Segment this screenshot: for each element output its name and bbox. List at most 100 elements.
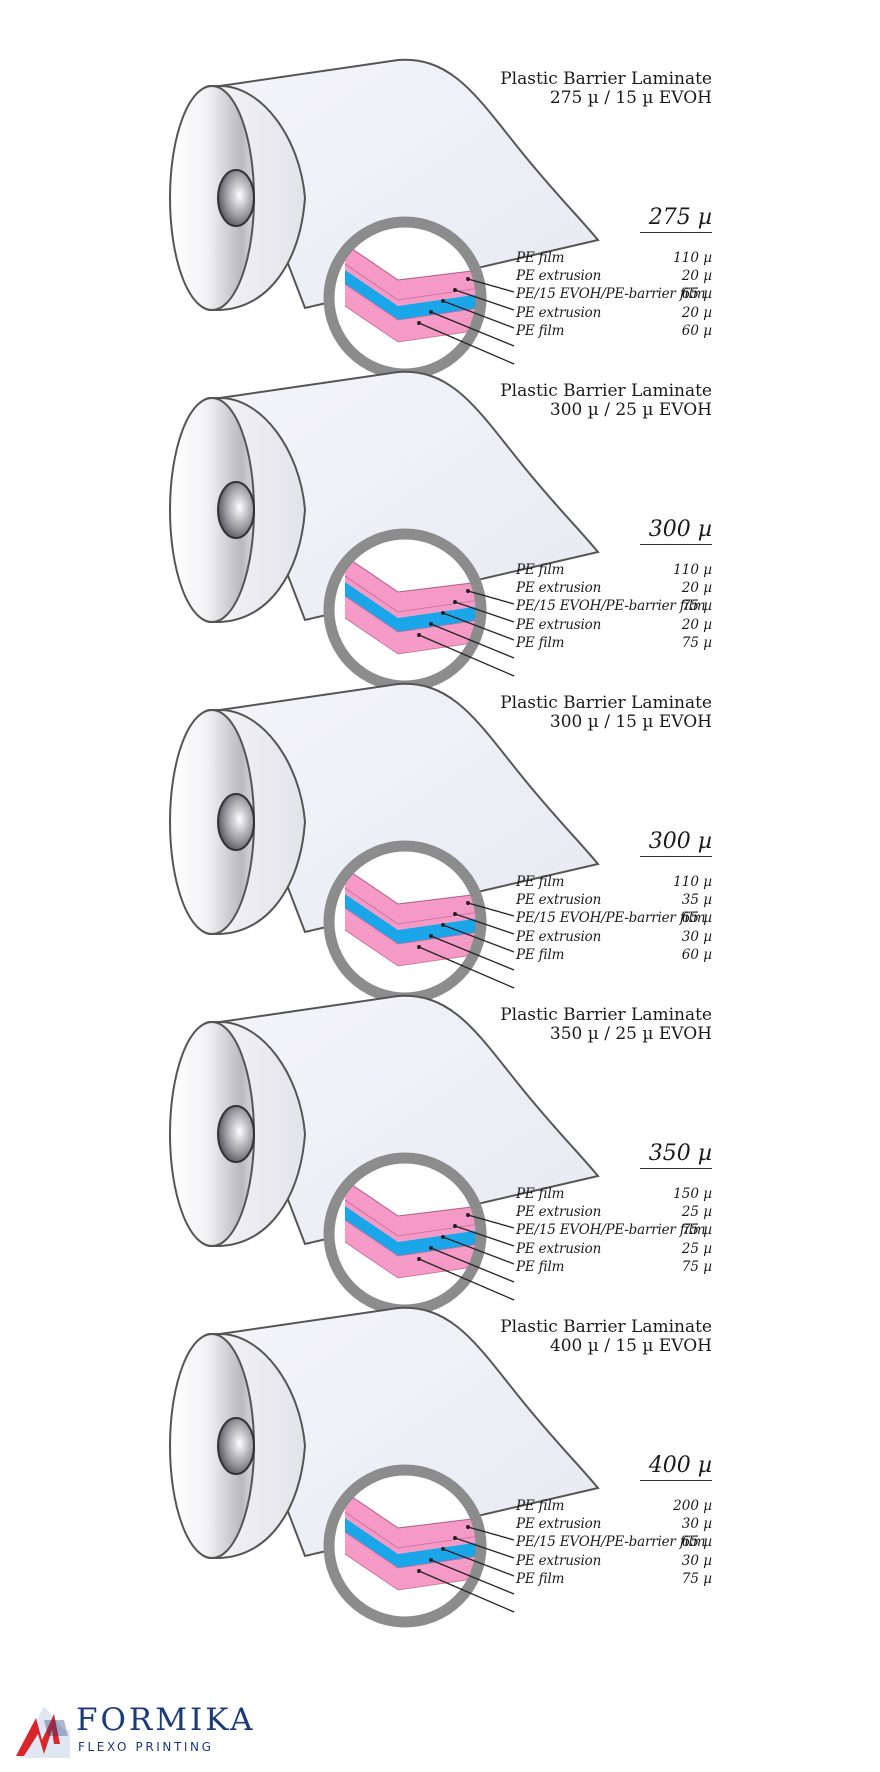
layer-thickness: 75 µ: [681, 1222, 712, 1239]
core-hole: [217, 1417, 255, 1475]
layer-name: PE/15 EVOH/PE-barrier film: [516, 910, 706, 927]
core-hole: [217, 481, 255, 539]
laminate-title: Plastic Barrier Laminate 400 µ / 15 µ EV…: [500, 1318, 712, 1356]
leader-dots: [417, 1213, 470, 1261]
layer-name: PE film: [516, 1498, 565, 1514]
layer-name: PE film: [516, 1258, 565, 1275]
title-line-1: Plastic Barrier Laminate: [500, 693, 712, 713]
layer-row: PE film 75 µ: [516, 635, 712, 653]
layer-name: PE film: [516, 562, 565, 578]
layer-thickness: 60 µ: [681, 322, 712, 339]
layer-thickness: 25 µ: [681, 1204, 712, 1221]
layer-name: PE extrusion: [516, 304, 602, 321]
leader-lines: [418, 278, 515, 365]
layer-name: PE/15 EVOH/PE-barrier film: [516, 286, 706, 303]
total-thickness: 300 µ: [640, 518, 712, 545]
layer-thickness: 65 µ: [681, 286, 712, 303]
layer-thickness: 60 µ: [681, 946, 712, 963]
layer-name: PE film: [516, 946, 565, 963]
layer-name: PE/15 EVOH/PE-barrier film: [516, 1534, 706, 1551]
layer-row: PE film 60 µ: [516, 947, 712, 965]
layer-thickness: 75 µ: [681, 634, 712, 651]
cross-section: [323, 1464, 487, 1628]
layer-thickness: 35 µ: [681, 892, 712, 909]
layer-thickness: 75 µ: [681, 1570, 712, 1587]
layer-thickness: 30 µ: [681, 1516, 712, 1533]
layer-name: PE film: [516, 1186, 565, 1202]
film-sheet: [218, 994, 600, 1246]
layer-row: PE film 75 µ: [516, 1259, 712, 1277]
roll-illustration: [169, 370, 600, 692]
total-thickness: 275 µ: [640, 206, 712, 233]
layer-thickness: 110 µ: [673, 250, 712, 266]
leader-dots: [417, 1525, 470, 1573]
total-thickness: 350 µ: [640, 1142, 712, 1169]
title-line-1: Plastic Barrier Laminate: [500, 1005, 712, 1025]
cross-section: [323, 216, 487, 380]
leader-lines: [418, 590, 515, 677]
laminate-title: Plastic Barrier Laminate 300 µ / 25 µ EV…: [500, 382, 712, 420]
layer-thickness: 200 µ: [673, 1498, 712, 1514]
title-line-2: 400 µ / 15 µ EVOH: [549, 1336, 712, 1356]
title-line-2: 350 µ / 25 µ EVOH: [549, 1024, 712, 1044]
title-line-1: Plastic Barrier Laminate: [500, 381, 712, 401]
layer-thickness: 110 µ: [673, 874, 712, 890]
layer-thickness: 65 µ: [681, 910, 712, 927]
roll-illustration: [169, 682, 600, 1004]
leader-lines: [418, 1214, 515, 1301]
cross-section: [323, 528, 487, 692]
laminate-title: Plastic Barrier Laminate 275 µ / 15 µ EV…: [500, 70, 712, 108]
film-sheet: [218, 58, 600, 310]
layer-name: PE/15 EVOH/PE-barrier film: [516, 598, 706, 615]
layer-row: PE extrusion 30 µ: [516, 1516, 712, 1534]
title-line-2: 275 µ / 15 µ EVOH: [549, 88, 712, 108]
layer-name: PE film: [516, 634, 565, 651]
layer-row: PE extrusion 35 µ: [516, 892, 712, 910]
laminate-panel-2: Plastic Barrier Laminate 300 µ / 25 µ EV…: [0, 330, 880, 692]
roll-illustration: [169, 994, 600, 1316]
title-line-2: 300 µ / 15 µ EVOH: [549, 712, 712, 732]
logo-name: FORMIKA: [76, 1702, 256, 1738]
layer-name: PE extrusion: [516, 1240, 602, 1257]
layer-name: PE extrusion: [516, 268, 602, 285]
core-hole: [217, 793, 255, 851]
laminate-panel-1: Plastic Barrier Laminate 275 µ / 15 µ EV…: [0, 18, 880, 380]
laminate-title: Plastic Barrier Laminate 350 µ / 25 µ EV…: [500, 1006, 712, 1044]
laminate-panel-5: Plastic Barrier Laminate 400 µ / 15 µ EV…: [0, 1266, 880, 1628]
layer-name: PE extrusion: [516, 928, 602, 945]
layer-row: PE film 110 µ: [516, 874, 712, 892]
layer-thickness: 20 µ: [681, 616, 712, 633]
layer-name: PE extrusion: [516, 1516, 602, 1533]
formika-logo: FORMIKA FLEXO PRINTING: [14, 1700, 254, 1760]
layer-thickness: 110 µ: [673, 562, 712, 578]
cross-section: [323, 1152, 487, 1316]
cross-section: [323, 840, 487, 1004]
layer-name: PE film: [516, 250, 565, 266]
title-line-1: Plastic Barrier Laminate: [500, 1317, 712, 1337]
layer-row: PE film 110 µ: [516, 250, 712, 268]
core-hole: [217, 1105, 255, 1163]
layer-name: PE extrusion: [516, 892, 602, 909]
laminate-title: Plastic Barrier Laminate 300 µ / 15 µ EV…: [500, 694, 712, 732]
film-sheet: [218, 1306, 600, 1558]
total-thickness: 400 µ: [640, 1454, 712, 1481]
layer-name: PE film: [516, 874, 565, 890]
layer-thickness: 75 µ: [681, 1258, 712, 1275]
layer-row: PE film 110 µ: [516, 562, 712, 580]
